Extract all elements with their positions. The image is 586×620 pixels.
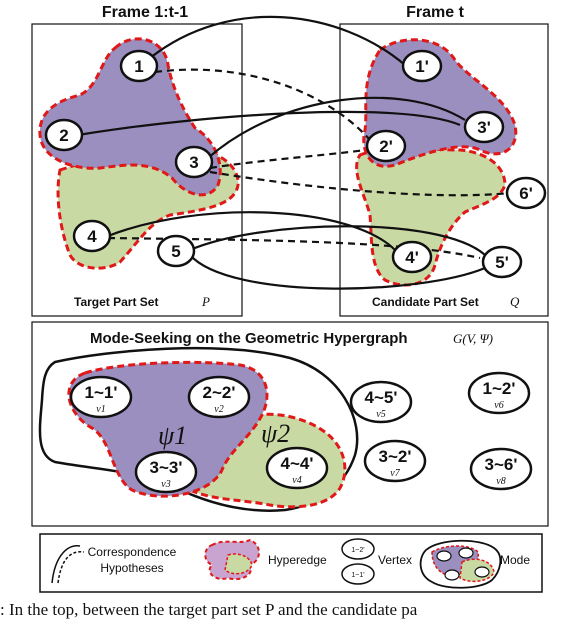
vertex-2-2p-label: 2~2': [203, 383, 236, 402]
target-node-1: [119, 49, 159, 83]
frame-left-box: [31, 23, 243, 317]
frame-right-box: [339, 23, 549, 317]
vertex-3-2p: 3~2' ν7: [363, 439, 427, 483]
vertex-1-1p: 1~1' ν1: [69, 375, 133, 419]
target-node-3-label: 3: [189, 153, 198, 172]
vertex-3-2p-label: 3~2': [379, 447, 412, 466]
curve-4-5p: [107, 236, 481, 260]
curve-3-2p: [209, 148, 366, 170]
vertex-4-4p-sub: ν4: [292, 475, 301, 486]
candidate-node-6p: [505, 176, 547, 210]
legend: Correspondence Hypotheses Hyperedge 1~2'…: [39, 533, 543, 593]
candidate-nodes: 1' 2' 3' 4' 5' 6': [365, 49, 547, 279]
target-node-5-label: 5: [171, 242, 180, 261]
vertex-3-6p-shape: [469, 447, 533, 491]
vertex-4-5p-sub: ν5: [376, 409, 385, 420]
target-node-4: [72, 219, 112, 253]
hyperedge-left-purple: [38, 37, 222, 197]
vertex-2-2p-sub: ν2: [214, 404, 223, 415]
legend-correspondence-line2: Hypotheses: [100, 561, 163, 575]
hypergraph-box: [31, 321, 549, 527]
vertex-4-4p: 4~4' ν4: [265, 446, 329, 490]
correspondence-icon: [51, 545, 85, 584]
vertex-2-2p: 2~2' ν2: [187, 375, 251, 419]
vertex-3-2p-shape: [363, 439, 427, 483]
curve-3-3p: [207, 96, 466, 159]
vertex-1-2p: 1~2' ν6: [467, 371, 531, 415]
vertex-1-1p-label: 1~1': [85, 383, 118, 402]
candidate-node-3p-label: 3': [477, 118, 491, 137]
vertex-1-2p-shape: [467, 371, 531, 415]
vertex-4-4p-shape: [265, 446, 329, 490]
correspondence-curves: [77, 15, 511, 290]
legend-correspondence-line1: Correspondence: [88, 545, 177, 559]
vertex-1-1p-sub: ν1: [96, 404, 105, 415]
target-node-3: [174, 145, 214, 179]
psi1-label: ψ1: [158, 421, 187, 450]
target-node-2: [44, 118, 84, 152]
curve-4-4p: [107, 211, 396, 251]
target-node-5: [156, 234, 196, 268]
candidate-node-1p-label: 1': [415, 57, 429, 76]
vertex-3-3p: 3~3' ν3: [134, 450, 198, 494]
curve-2-3p: [77, 110, 461, 137]
candidate-node-1p: [401, 49, 443, 83]
vertex-icon-bottom-label: 1~1': [351, 572, 364, 579]
candidate-set-label: Candidate Part Set: [372, 295, 479, 309]
vertex-2-2p-shape: [187, 375, 251, 419]
candidate-node-6p-label: 6': [519, 184, 533, 203]
candidate-node-5p-label: 5': [495, 253, 509, 272]
target-set-label: Target Part Set: [74, 295, 158, 309]
legend-hyperedge: Hyperedge: [268, 553, 327, 567]
candidate-node-4p: [391, 240, 433, 274]
candidate-set-symbol: Q: [510, 294, 520, 309]
vertex-icon-top-label: 1~2': [351, 547, 364, 554]
vertex-1-2p-sub: ν6: [494, 400, 503, 411]
candidate-node-5p: [481, 245, 523, 279]
curve-1-1p: [149, 15, 406, 66]
vertex-4-5p-label: 4~5': [365, 388, 398, 407]
candidate-node-2p: [365, 129, 407, 163]
vertex-3-6p-sub: ν8: [496, 476, 505, 487]
vertex-4-5p: 4~5' ν5: [349, 380, 413, 424]
vertex-1-1p-shape: [69, 375, 133, 419]
legend-box: [39, 533, 543, 593]
target-node-4-label: 4: [87, 227, 97, 246]
vertex-3-3p-label: 3~3': [150, 458, 183, 477]
hypergraph-vertices: 1~1' ν1 2~2' ν2 3~3' ν3 4~4' ν4 4~5': [69, 371, 533, 494]
vertex-3-3p-shape: [134, 450, 198, 494]
vertex-icon: 1~2' 1~1': [341, 538, 375, 585]
target-nodes: 1 2 3 4 5: [44, 49, 214, 268]
bottom-panel: Mode-Seeking on the Geometric Hypergraph…: [31, 321, 549, 527]
vertex-1-2p-label: 1~2': [483, 379, 516, 398]
hyperedge-icon-green: [224, 553, 253, 575]
vertex-3-6p-label: 3~6': [485, 455, 518, 474]
vertex-4-4p-label: 4~4': [281, 454, 314, 473]
candidate-node-3p: [463, 110, 505, 144]
frame-right-title: Frame t: [406, 4, 464, 21]
figure-caption: : In the top, between the target part se…: [0, 600, 418, 619]
curve-5-5p: [189, 254, 486, 290]
vertex-4-5p-shape: [349, 380, 413, 424]
curve-5-5p-upper: [189, 225, 486, 256]
frame-left-title: Frame 1:t-1: [102, 4, 188, 21]
vertex-3-3p-sub: ν3: [161, 479, 170, 490]
mode-icon: [419, 539, 502, 589]
legend-vertex: Vertex: [378, 553, 412, 567]
hypergraph-title-math: G(V, Ψ): [453, 331, 493, 346]
curve-1-2p: [154, 68, 371, 141]
hypergraph-title: Mode-Seeking on the Geometric Hypergraph: [90, 330, 408, 347]
candidate-node-4p-label: 4': [405, 248, 419, 267]
target-set-symbol: P: [201, 294, 210, 309]
vertex-3-2p-sub: ν7: [390, 468, 400, 479]
top-panel: Frame 1:t-1 Frame t 1: [31, 4, 549, 317]
candidate-node-2p-label: 2': [379, 137, 393, 156]
legend-mode: Mode: [500, 553, 530, 567]
target-node-2-label: 2: [59, 126, 68, 145]
vertex-3-6p: 3~6' ν8: [469, 447, 533, 491]
target-node-1-label: 1: [134, 57, 143, 76]
psi2-label: ψ2: [261, 419, 290, 448]
